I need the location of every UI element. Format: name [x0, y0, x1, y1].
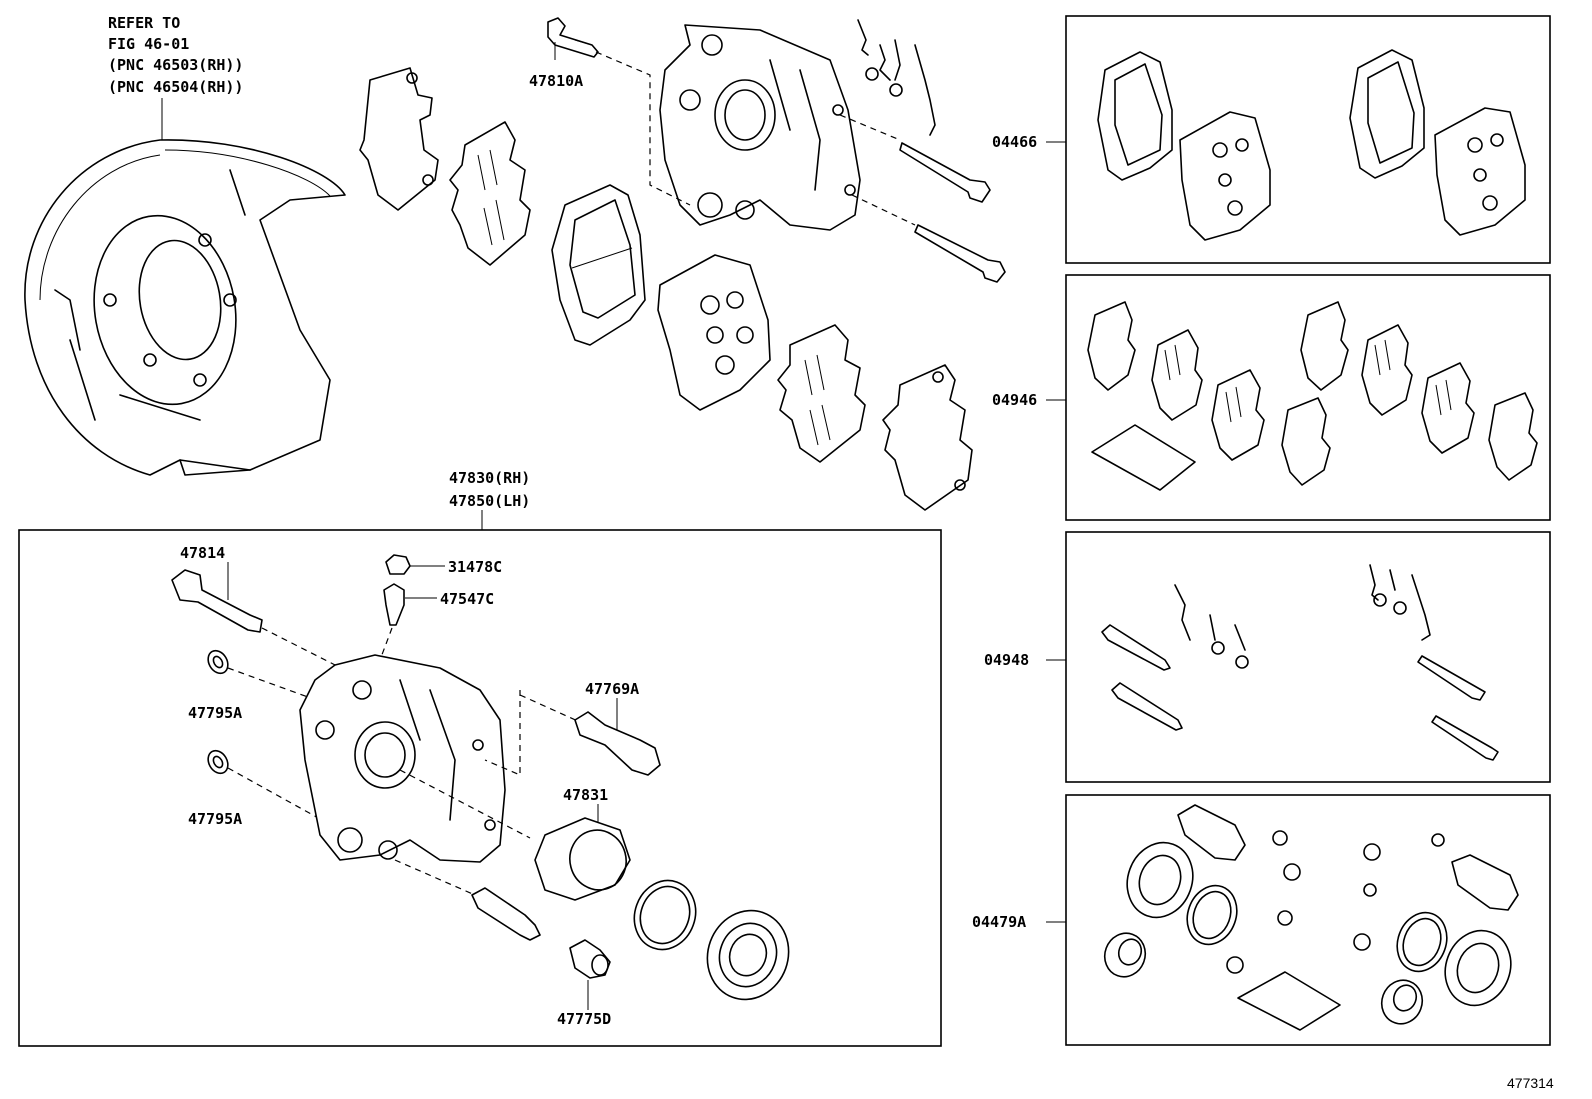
- bushing-47775D-illustration: [569, 939, 611, 979]
- kit-label-04466: 04466: [992, 133, 1037, 151]
- kit-box-04479A: [1065, 794, 1551, 1046]
- shim-3-illustration: [777, 324, 866, 463]
- reference-note-line-4: (PNC 46504(RH)): [108, 78, 243, 96]
- callout-47830-rh: 47830(RH): [449, 469, 530, 487]
- guide-pins-top-illustration: [899, 142, 1006, 283]
- kit-label-04946: 04946: [992, 391, 1037, 409]
- callout-47850-lh: 47850(LH): [449, 492, 530, 510]
- kit-04466-pads-illustration: [1097, 49, 1526, 241]
- callout-47795A-2: 47795A: [188, 810, 242, 828]
- boot-illustration: [706, 909, 790, 1001]
- kit-box-04946: [1065, 274, 1551, 521]
- guide-pin-47769A-illustration: [574, 711, 661, 776]
- reference-note-line-2: FIG 46-01: [108, 35, 189, 53]
- bolt-47814-illustration: [171, 569, 263, 633]
- figure-id: 477314: [1507, 1075, 1554, 1091]
- callout-47769A: 47769A: [585, 680, 639, 698]
- kit-label-04479A: 04479A: [972, 913, 1026, 931]
- washer-47795A-2-illustration: [207, 749, 229, 775]
- piston-47831-illustration: [534, 817, 631, 901]
- cap-31478C-illustration: [385, 554, 411, 575]
- callout-47831: 47831: [563, 786, 608, 804]
- bolt-47810A-illustration: [547, 17, 599, 60]
- caliper-body-illustration: [299, 654, 506, 863]
- kit-04946-shims-illustration: [1087, 301, 1538, 491]
- caliper-assembly-box: [18, 529, 942, 1047]
- kit-box-04948: [1065, 531, 1551, 783]
- shim-2-illustration: [449, 121, 531, 266]
- shim-1-illustration: [359, 67, 439, 211]
- dust-shield-illustration: [24, 139, 346, 476]
- washer-47795A-1-illustration: [207, 649, 229, 675]
- kit-04948-pins-springs-illustration: [1101, 564, 1499, 761]
- sleeve-illustration: [471, 887, 541, 941]
- callout-47795A-1: 47795A: [188, 704, 242, 722]
- reference-note: REFER TO FIG 46-01 (PNC 46503(RH)) (PNC …: [108, 14, 243, 140]
- piston-seal-illustration: [633, 879, 697, 951]
- caliper-top-illustration: [659, 24, 861, 231]
- springs-top-illustration: [857, 19, 936, 136]
- reference-note-line-1: REFER TO: [108, 14, 180, 32]
- kit-04479A-seals-illustration: [1103, 804, 1519, 1031]
- brake-pad-2-illustration: [657, 254, 771, 411]
- kit-box-04466: [1065, 15, 1551, 264]
- brake-pad-1-illustration: [551, 184, 646, 346]
- kit-label-04948: 04948: [984, 651, 1029, 669]
- shim-4-illustration: [882, 364, 973, 511]
- callout-47810A: 47810A: [529, 72, 583, 90]
- reference-note-line-3: (PNC 46503(RH)): [108, 56, 243, 74]
- callout-47547C: 47547C: [440, 590, 494, 608]
- callout-31478C: 31478C: [448, 558, 502, 576]
- callout-47814: 47814: [180, 544, 225, 562]
- callout-47775D: 47775D: [557, 1010, 611, 1028]
- bleeder-screw-illustration: [383, 583, 405, 626]
